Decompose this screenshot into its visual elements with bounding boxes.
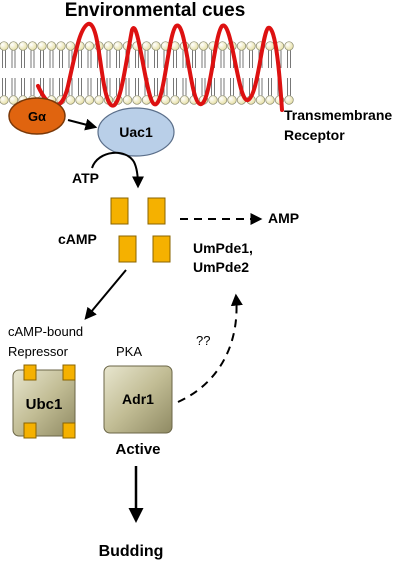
lipid-head xyxy=(141,41,152,51)
lipid-head xyxy=(284,41,294,51)
lipid-head xyxy=(265,41,275,51)
lipid-head xyxy=(179,95,190,105)
camp-molecule xyxy=(23,422,37,439)
camp-molecule xyxy=(23,364,37,381)
adr1-protein xyxy=(103,365,173,434)
lipid-head xyxy=(94,95,104,105)
lipid-head xyxy=(8,95,19,105)
lipid-head xyxy=(217,95,228,105)
lipid-head xyxy=(132,95,142,105)
active-label: Active xyxy=(115,441,160,458)
lipid-head xyxy=(170,95,180,105)
lipid-head xyxy=(246,41,256,51)
lipid-head xyxy=(255,95,266,105)
receptor-label-line1: Transmembrane xyxy=(284,107,392,123)
lipid-head xyxy=(265,95,275,105)
lipid-head xyxy=(56,41,66,51)
unknown-label: ?? xyxy=(196,333,210,348)
adr1-label: Adr1 xyxy=(122,391,154,407)
camp-molecule xyxy=(118,235,137,263)
lipid-head xyxy=(65,41,76,51)
lipid-head xyxy=(46,41,57,51)
lipid-head xyxy=(0,95,9,105)
camp-molecule xyxy=(62,364,76,381)
receptor-label-line2: Receptor xyxy=(284,127,345,143)
lipid-head xyxy=(122,95,133,105)
camp-molecule xyxy=(147,197,166,225)
uac1-label: Uac1 xyxy=(119,124,153,140)
lipid-head xyxy=(84,41,95,51)
ubc1-label: Ubc1 xyxy=(26,396,63,413)
arrow-galpha-to-uac1 xyxy=(67,118,98,131)
ubc1-protein xyxy=(12,369,76,437)
title: Environmental cues xyxy=(65,0,246,21)
lipid-head xyxy=(151,41,161,51)
repressor-label-line1: cAMP-bound xyxy=(8,324,83,339)
lipid-head xyxy=(27,41,38,51)
lipid-head xyxy=(227,95,237,105)
repressor-label-line2: Repressor xyxy=(8,344,69,359)
lipid-head xyxy=(84,95,95,105)
galpha-protein xyxy=(8,97,66,135)
transmembrane-receptor xyxy=(36,22,284,112)
lipid-head xyxy=(75,95,85,105)
uac1-enzyme xyxy=(97,107,175,157)
lipid-head xyxy=(236,41,247,51)
lipid-head xyxy=(284,95,294,105)
amp-label: AMP xyxy=(268,210,299,226)
camp-molecule xyxy=(62,422,76,439)
camp-molecules xyxy=(110,197,171,263)
lipid-head xyxy=(37,41,47,51)
lipid-head xyxy=(198,41,209,51)
pka-label: PKA xyxy=(116,344,142,359)
camp-label: cAMP xyxy=(58,231,97,247)
lipid-head xyxy=(160,95,171,105)
lipid-head xyxy=(0,41,9,51)
arrow-camp-to-repressor xyxy=(84,269,127,320)
atp-label: ATP xyxy=(72,170,99,186)
lipid-head xyxy=(208,95,218,105)
lipid-head xyxy=(8,41,19,51)
pde-label-line2: UmPde2 xyxy=(193,259,249,275)
lipid-head xyxy=(103,41,114,51)
camp-molecule xyxy=(152,235,171,263)
lipid-head xyxy=(65,95,76,105)
lipid-head xyxy=(217,41,228,51)
lipid-head xyxy=(189,41,199,51)
budding-label: Budding xyxy=(99,543,164,560)
lipid-head xyxy=(18,41,28,51)
camp-molecule xyxy=(110,197,129,225)
arrow-adr1-to-pde xyxy=(177,293,243,403)
lipid-head xyxy=(113,41,123,51)
arrow-atp-to-camp xyxy=(91,152,144,189)
pde-label-line1: UmPde1, xyxy=(193,240,253,256)
galpha-label: Gα xyxy=(28,109,46,124)
